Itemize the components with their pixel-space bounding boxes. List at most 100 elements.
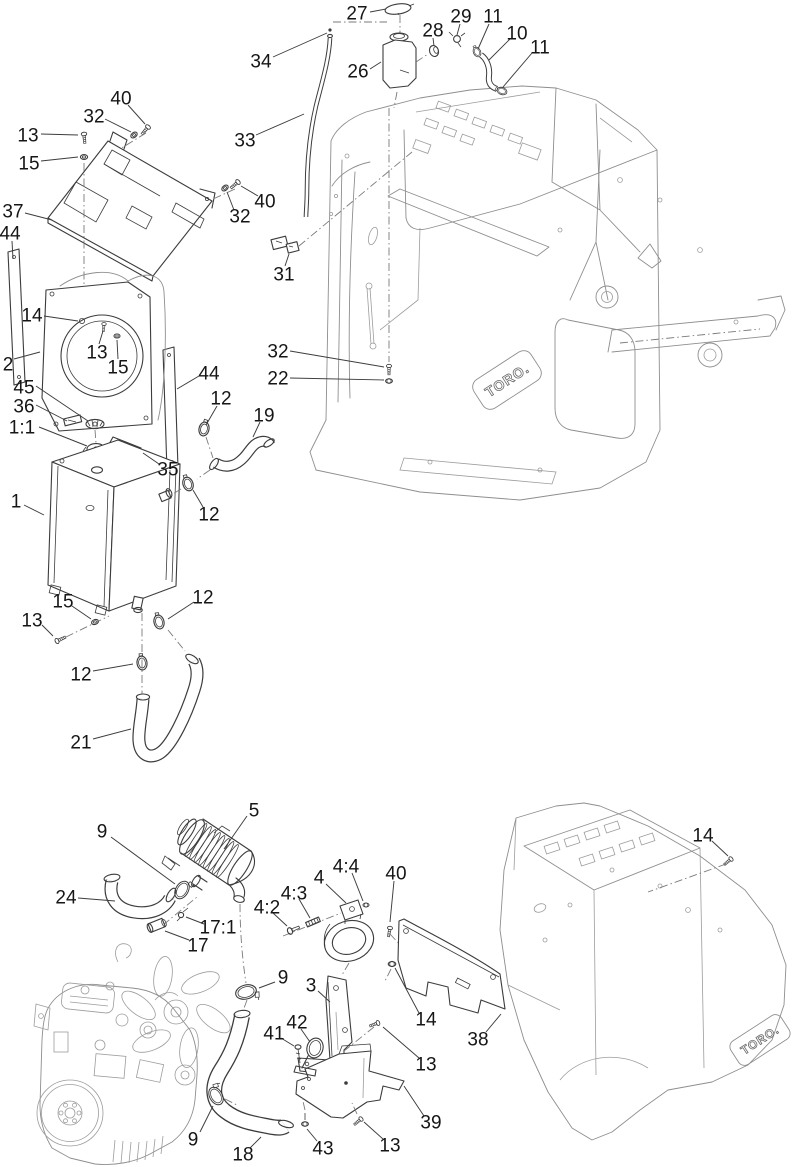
callout-leader bbox=[249, 1136, 262, 1149]
callout-label: 13 bbox=[17, 126, 38, 147]
callout-leader bbox=[240, 185, 259, 197]
callout-label: 9 bbox=[97, 822, 108, 843]
callout-label: 31 bbox=[273, 265, 294, 286]
reservoir-cap-27 bbox=[384, 3, 415, 16]
callout-leader bbox=[43, 315, 79, 322]
callout-label: 40 bbox=[254, 192, 275, 213]
callout-label: 4:4 bbox=[333, 857, 360, 878]
callout-label: 39 bbox=[420, 1113, 441, 1134]
callout-label: 13 bbox=[379, 1136, 400, 1157]
callout-leader bbox=[403, 1085, 425, 1117]
heat-shield-38 bbox=[397, 918, 506, 1014]
tread-strip bbox=[399, 457, 557, 485]
callout-leader bbox=[92, 728, 132, 740]
engine-details bbox=[33, 943, 196, 1164]
toro-logo-text-upper: TORO. bbox=[482, 360, 532, 400]
ribbed-section bbox=[184, 823, 239, 878]
callout-label: 32 bbox=[267, 342, 288, 363]
callout-label: 9 bbox=[188, 1130, 199, 1151]
callout-label: 2 bbox=[3, 355, 14, 376]
callout-label: 24 bbox=[55, 888, 77, 909]
stud-4-3 bbox=[305, 916, 321, 928]
callout-leader bbox=[363, 1121, 384, 1140]
clamp-12-b bbox=[179, 472, 196, 493]
callout-leader bbox=[351, 872, 364, 902]
callout-label: 32 bbox=[83, 107, 104, 128]
callout-leader bbox=[40, 156, 79, 162]
callout-label: 27 bbox=[346, 4, 367, 25]
callout-label: 19 bbox=[253, 406, 274, 427]
overflow-tube-33 bbox=[303, 28, 333, 218]
callout-leader bbox=[40, 133, 79, 136]
callout-leader bbox=[223, 815, 248, 850]
callout-label: 12 bbox=[210, 389, 231, 410]
callout-label: 15 bbox=[107, 358, 128, 379]
engine-bay-rects bbox=[543, 820, 656, 867]
callout-leader bbox=[280, 1037, 295, 1047]
bolt-4-2 bbox=[286, 925, 301, 935]
callout-label: 40 bbox=[385, 864, 406, 885]
hose-10 bbox=[479, 52, 499, 92]
callout-leader bbox=[284, 253, 290, 267]
callout-label: 26 bbox=[347, 62, 368, 83]
screw-40-right bbox=[228, 178, 242, 191]
screw-13-bottom bbox=[53, 634, 68, 645]
callout-label: 13 bbox=[86, 343, 107, 364]
callout-label: 12 bbox=[70, 665, 91, 686]
callout-leader bbox=[255, 113, 305, 136]
callout-label: 43 bbox=[312, 1139, 333, 1160]
callout-label: 22 bbox=[267, 369, 288, 390]
callout-leader bbox=[110, 836, 176, 885]
decal-36 bbox=[62, 414, 83, 427]
fan-shroud-2 bbox=[41, 271, 166, 432]
callout-leader bbox=[199, 1105, 214, 1133]
upper-diagram: TORO. bbox=[7, 3, 786, 763]
flywheel bbox=[36, 1079, 104, 1147]
callout-label: 14 bbox=[21, 306, 43, 327]
callout-leader bbox=[369, 61, 382, 70]
callout-label: 18 bbox=[232, 1145, 253, 1166]
callout-leader bbox=[252, 421, 261, 438]
inlet-stub bbox=[161, 855, 208, 891]
vent-panel-37 bbox=[47, 131, 216, 282]
callout-leader bbox=[92, 663, 134, 672]
callout-leader bbox=[71, 605, 92, 620]
callout-leader bbox=[369, 8, 387, 13]
callout-label: 17 bbox=[187, 936, 208, 957]
callout-leader bbox=[325, 883, 347, 904]
callout-leader bbox=[394, 967, 420, 1014]
callout-leader bbox=[13, 351, 41, 360]
callout-leader bbox=[98, 330, 104, 345]
callout-leader bbox=[456, 23, 461, 36]
callout-label: 15 bbox=[52, 592, 73, 613]
grommet-28 bbox=[428, 44, 440, 58]
washer-15-bottom bbox=[90, 617, 100, 627]
callout-label: 4:2 bbox=[254, 898, 280, 919]
callout-leader bbox=[272, 32, 328, 58]
toro-badge-lower: TORO. bbox=[729, 1014, 791, 1066]
clamp-4-group bbox=[282, 899, 403, 982]
loader-frame-lower: TORO. bbox=[499, 802, 791, 1141]
callout-leader bbox=[185, 916, 205, 925]
callout-label: 3 bbox=[306, 976, 317, 997]
clamp-9-b bbox=[233, 981, 262, 1006]
callout-leader bbox=[317, 990, 331, 1003]
callout-leader bbox=[176, 375, 200, 390]
lower-diagram: TORO. bbox=[33, 802, 791, 1165]
callout-leader bbox=[382, 1026, 420, 1059]
callout-label: 42 bbox=[286, 1013, 307, 1034]
callout-leader bbox=[35, 385, 89, 422]
reservoir-group bbox=[333, 3, 509, 109]
callout-leader bbox=[289, 377, 385, 381]
callout-leader bbox=[142, 452, 160, 465]
radiator-inlet bbox=[158, 488, 173, 503]
callout-label: 4:3 bbox=[281, 884, 307, 905]
callout-label: 11 bbox=[530, 38, 550, 59]
callout-leader bbox=[306, 1128, 318, 1142]
nut-4-4 bbox=[362, 902, 370, 908]
screw-13-pan bbox=[352, 1115, 365, 1128]
callout-label: 44 bbox=[0, 224, 21, 245]
screw-13-top bbox=[80, 131, 88, 145]
